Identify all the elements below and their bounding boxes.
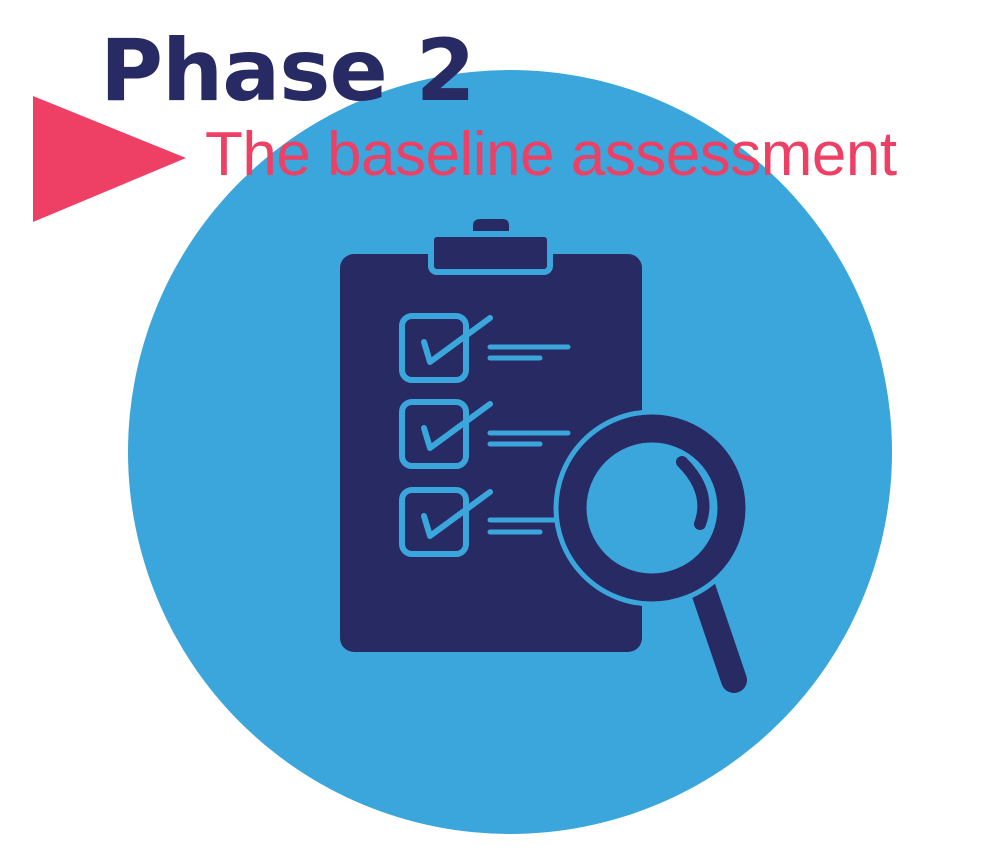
checkbox-icon — [399, 399, 469, 469]
page-subtitle: The baseline assessment — [205, 120, 897, 189]
checkmark-icon — [421, 489, 493, 539]
checklist-item — [399, 313, 571, 383]
checkmark-icon — [421, 401, 493, 451]
triangle-arrow-icon — [33, 96, 186, 222]
checklist-item — [399, 399, 571, 469]
checkbox-icon — [399, 487, 469, 557]
page-title: Phase 2 — [100, 21, 476, 121]
checkbox-icon — [399, 313, 469, 383]
checklist-item — [399, 487, 563, 557]
checkmark-icon — [421, 315, 493, 365]
magnifying-glass-icon — [553, 409, 751, 693]
